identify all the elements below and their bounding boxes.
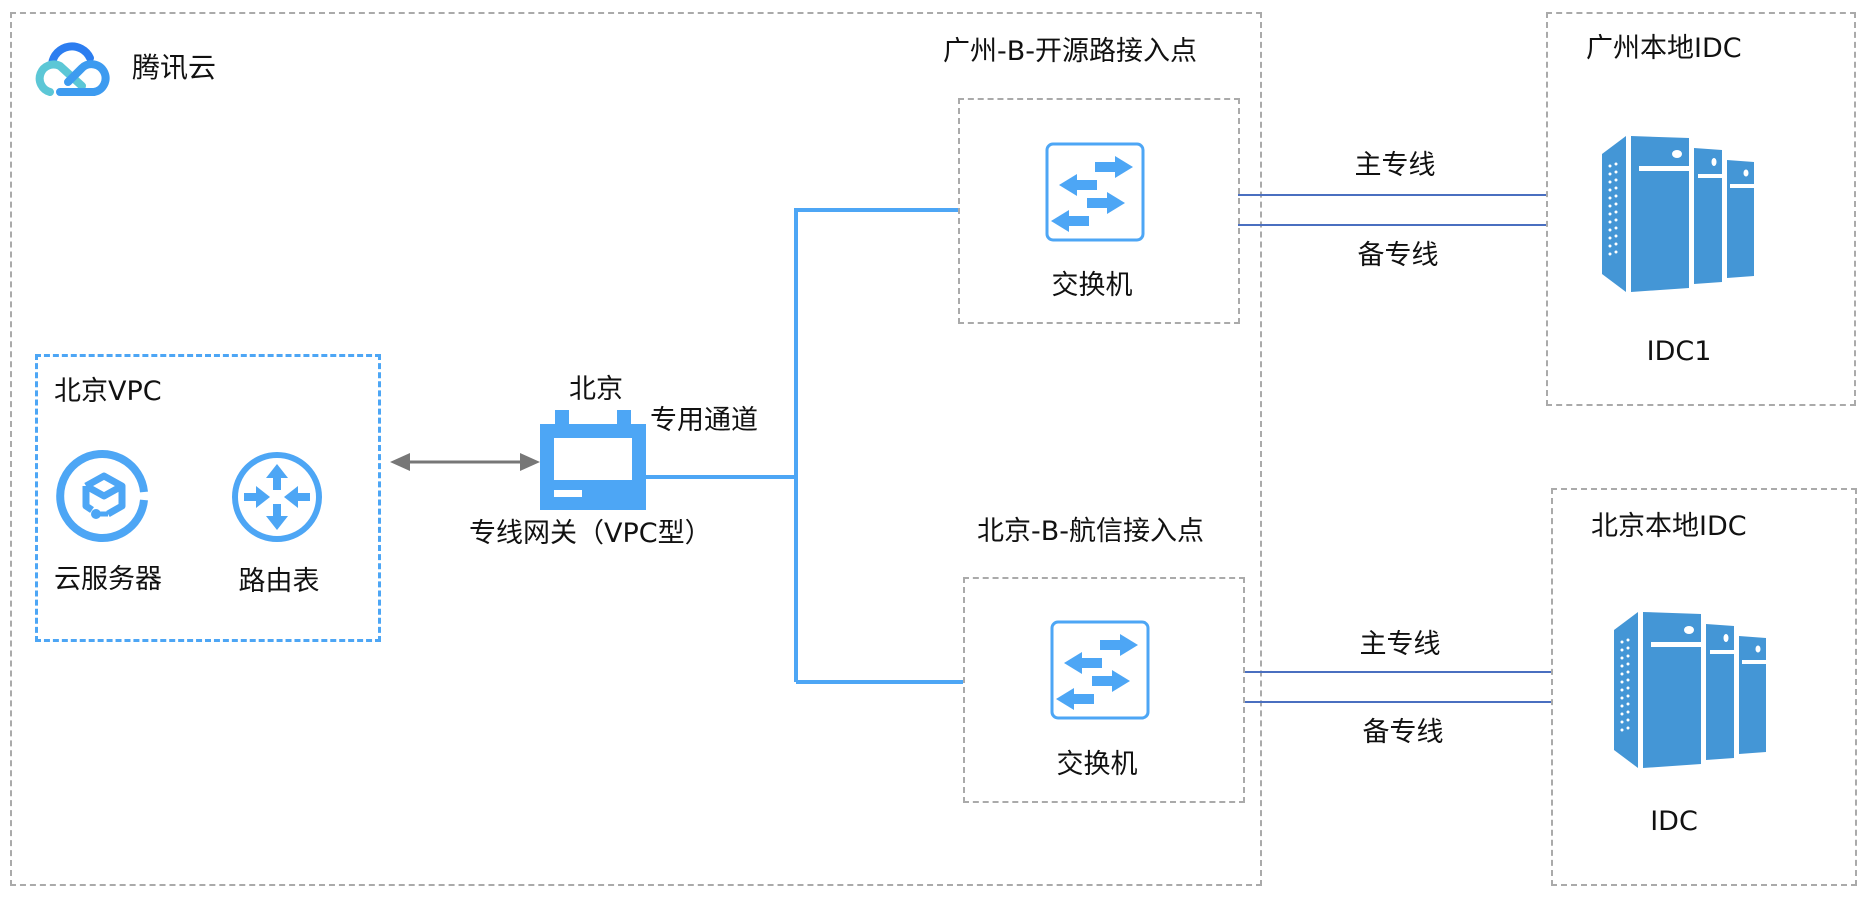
access-point-guangzhou-box <box>958 98 1240 324</box>
vpc-item-route-table[interactable] <box>230 450 324 544</box>
brand-name: 腾讯云 <box>132 51 217 84</box>
idc-beijing-name: IDC <box>1650 806 1698 837</box>
cloud-server-icon <box>56 450 148 542</box>
channel-label: 专用通道 <box>650 405 758 436</box>
idc-guangzhou-name: IDC1 <box>1646 336 1712 367</box>
idc-guangzhou-title: 广州本地IDC <box>1586 33 1742 64</box>
tencent-cloud-region <box>10 12 1262 886</box>
vpc-item-cloud-server[interactable] <box>56 448 152 544</box>
tencent-cloud-logo <box>30 36 114 96</box>
gateway-region: 北京 <box>569 374 623 405</box>
idc-beijing-server[interactable] <box>1614 612 1766 770</box>
idc-beijing-box <box>1551 488 1857 886</box>
route-table-icon <box>232 452 322 542</box>
beijing-lines <box>1243 671 1552 703</box>
cloud-logo-icon <box>35 42 110 96</box>
vpc-title: 北京VPC <box>54 376 162 407</box>
access-point-beijing-box <box>963 577 1245 803</box>
beijing-backup-line-label: 备专线 <box>1362 717 1444 748</box>
switch-icon <box>1045 142 1145 242</box>
switch-icon <box>1050 620 1150 720</box>
guangzhou-lines <box>1238 194 1546 226</box>
idc-beijing-title: 北京本地IDC <box>1591 511 1747 542</box>
vpc-item-route-table-label: 路由表 <box>238 566 320 597</box>
vpc-item-cloud-server-label: 云服务器 <box>54 564 162 595</box>
access-point-guangzhou-device: 交换机 <box>1051 270 1133 301</box>
idc-server-icon <box>1614 612 1766 768</box>
switch-beijing[interactable] <box>1050 620 1150 720</box>
access-point-beijing-device: 交换机 <box>1056 749 1138 780</box>
idc-guangzhou-server[interactable] <box>1602 136 1754 294</box>
guangzhou-primary-line-label: 主专线 <box>1354 150 1436 181</box>
access-point-beijing-title: 北京-B-航信接入点 <box>977 516 1205 547</box>
idc-server-icon <box>1602 136 1754 292</box>
vpc-box <box>35 354 381 642</box>
direct-connect-gateway-icon <box>540 410 646 510</box>
gateway-node[interactable] <box>540 410 646 510</box>
switch-guangzhou[interactable] <box>1045 142 1145 242</box>
beijing-primary-line-label: 主专线 <box>1359 629 1441 660</box>
guangzhou-backup-line-label: 备专线 <box>1357 240 1439 271</box>
gateway-label: 专线网关（VPC型） <box>469 518 712 549</box>
access-point-guangzhou-title: 广州-B-开源路接入点 <box>943 36 1198 67</box>
idc-guangzhou-box <box>1546 12 1856 406</box>
